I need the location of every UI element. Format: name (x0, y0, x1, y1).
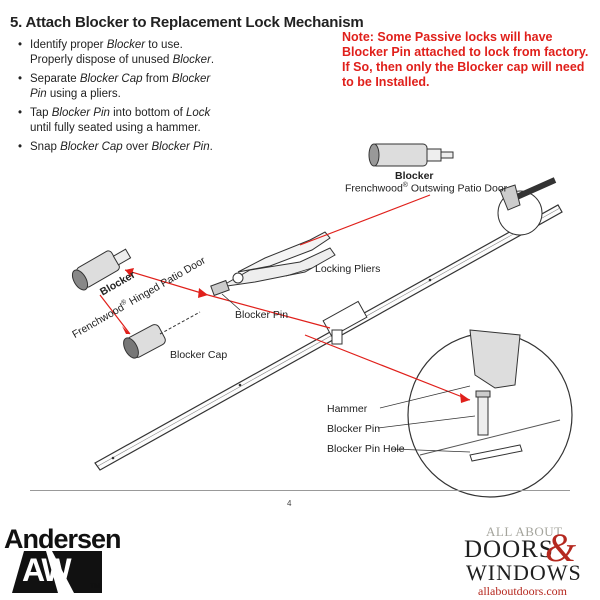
andersen-logo-letters: AW (22, 552, 72, 588)
aad-logo-line2: DOORS (464, 536, 554, 563)
callout-lines (221, 267, 476, 453)
blocker-pin-hole-label: Blocker Pin Hole (327, 443, 405, 455)
blocker-pin-label: Blocker Pin (235, 309, 289, 321)
arrow-heads (122, 268, 470, 403)
hammer-label: Hammer (327, 403, 368, 415)
factory-note: Note: Some Passive locks will have Block… (342, 30, 589, 89)
footer-divider (30, 490, 570, 491)
blocker-cap-icon (123, 324, 166, 359)
red-arrows (99, 194, 471, 401)
aad-logo-line1: ALL ABOUT (486, 524, 563, 539)
hammer-detail-icon (407, 329, 573, 498)
aad-logo-line3: WINDOWS (466, 560, 582, 585)
locking-pliers-label: Locking Pliers (315, 263, 381, 275)
blocker-cap-label: Blocker Cap (170, 349, 228, 361)
andersen-logo-icon (12, 551, 102, 593)
step-item: • Tap Blocker Pin into bottom of Lock un… (18, 107, 211, 134)
andersen-trademark: TM (90, 583, 101, 590)
hammer-top-icon (497, 177, 557, 236)
section-heading: 5. Attach Blocker to Replacement Lock Me… (10, 14, 364, 31)
step-item: • Snap Blocker Cap over Blocker Pin. (18, 141, 213, 153)
blocker-pin-label-2: Blocker Pin (327, 423, 381, 435)
blocker-left-icon (71, 248, 132, 291)
aad-logo-url: allaboutdoors.com (478, 584, 567, 598)
page-number: 4 (287, 499, 292, 508)
pin-to-cap-line (159, 311, 201, 335)
step-item: • Identify proper Blocker to use. Proper… (18, 39, 215, 66)
andersen-logo-word: Andersen (4, 524, 122, 554)
step-item: • Separate Blocker Cap from Blocker Pin … (18, 73, 211, 100)
lock-bar (94, 204, 563, 471)
blocker-top-subtitle: Frenchwood® Outswing Patio Door (345, 182, 508, 195)
blocker-top-icon (368, 143, 454, 167)
step-list: • Identify proper Blocker to use. Proper… (16, 38, 316, 159)
aad-logo-ampersand: & (545, 525, 577, 570)
blocker-top-title: Blocker (395, 170, 434, 182)
